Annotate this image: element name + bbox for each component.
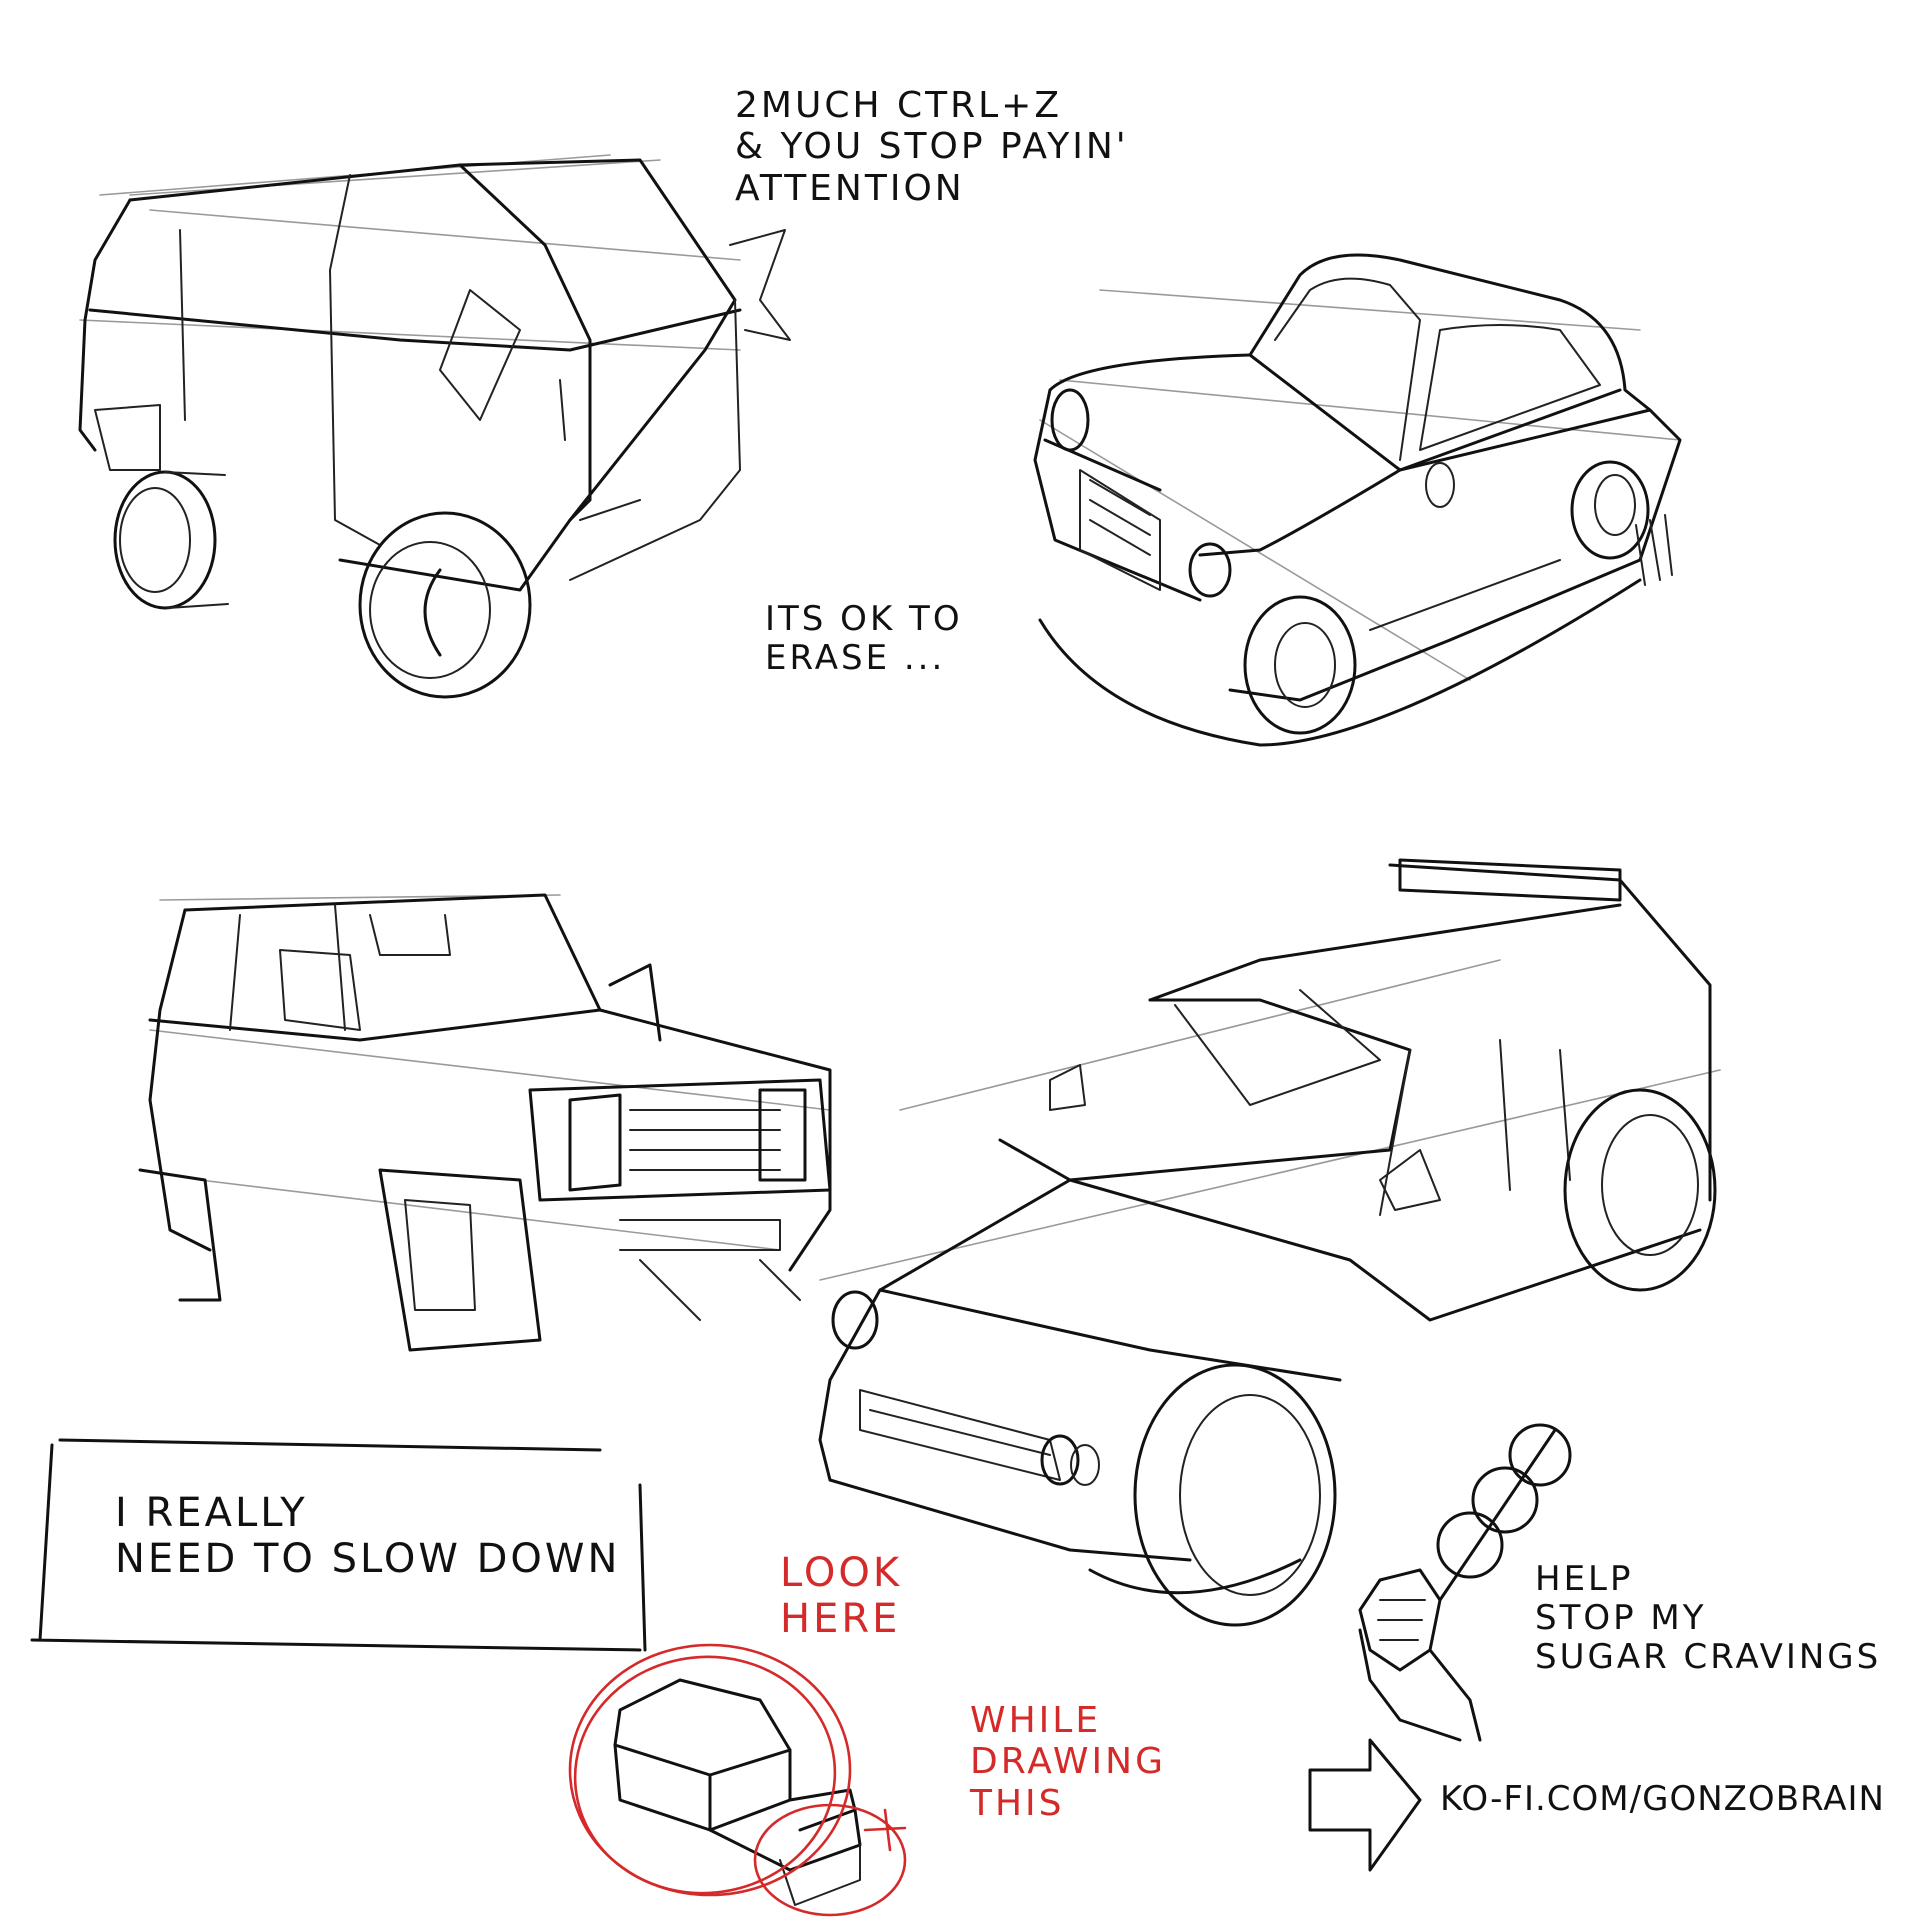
compact-car-sketch: [1033, 253, 1682, 747]
look-here-red-circles: [568, 1643, 907, 1917]
slow-down-note: I REALLY NEED TO SLOW DOWN: [115, 1490, 621, 1582]
note-box-frame: [30, 1438, 647, 1652]
box-primitive-sketch: [613, 1678, 862, 1906]
arrow-icon: [1308, 1738, 1422, 1872]
while-drawing-note: WHILE DRAWING THIS: [970, 1700, 1166, 1824]
look-here-note: LOOK HERE: [780, 1550, 903, 1642]
hatchback-front-wheel: [1133, 1363, 1337, 1627]
van-front-wheel: [358, 511, 532, 699]
hatchback-sketch: [818, 858, 1721, 1627]
van-rear-wheel: [113, 470, 229, 610]
hand-with-skewer-drawing: [1358, 1423, 1572, 1742]
suv-sketch: [138, 893, 832, 1352]
hatchback-rear-wheel: [1563, 1088, 1717, 1292]
van-sketch: [78, 154, 791, 699]
erase-note: ITS OK TO ERASE ...: [765, 599, 963, 679]
compact-car-front-wheel: [1243, 595, 1357, 735]
ctrl-z-note: 2MUCH CTRL+Z & YOU STOP PAYIN' ATTENTION: [735, 85, 1129, 209]
compact-car-rear-wheel: [1570, 460, 1650, 560]
help-note: HELP STOP MY SUGAR CRAVINGS: [1535, 1559, 1882, 1678]
kofi-link-text: KO-FI.COM/GONZOBRAIN: [1440, 1779, 1885, 1819]
